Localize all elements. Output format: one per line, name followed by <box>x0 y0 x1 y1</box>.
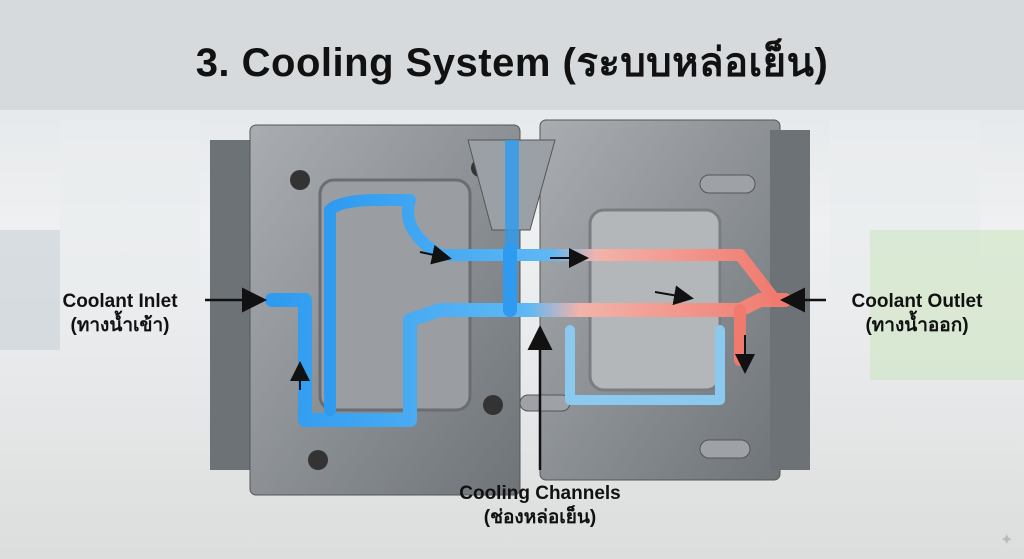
inlet-label-th: (ทางน้ำเข้า) <box>70 315 170 336</box>
flow-arrows <box>290 244 755 390</box>
channels-label-th: (ช่องหล่อเย็น) <box>483 507 597 528</box>
page-title: 3. Cooling System (ระบบหล่อเย็น) <box>195 41 829 85</box>
cooling-channels-label: Cooling Channels (ช่องหล่อเย็น) <box>420 482 660 530</box>
sparkle-icon: ✦ <box>1000 532 1013 549</box>
coolant-outlet-label: Coolant Outlet (ทางน้ำออก) <box>822 290 1012 338</box>
outlet-label-en: Coolant Outlet <box>851 291 983 312</box>
label-leaders <box>205 287 826 470</box>
inlet-label-en: Coolant Inlet <box>62 291 178 312</box>
coolant-inlet-label: Coolant Inlet (ทางน้ำเข้า) <box>30 290 210 338</box>
channels-label-en: Cooling Channels <box>459 483 621 504</box>
outlet-label-th: (ทางน้ำออก) <box>865 315 969 336</box>
